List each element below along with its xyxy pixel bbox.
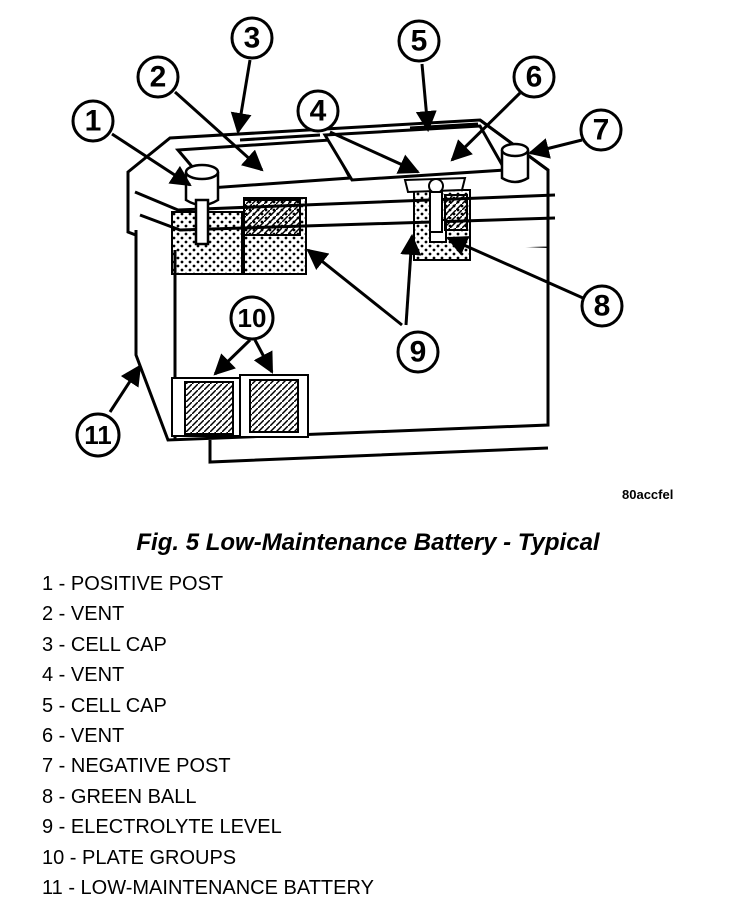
legend-item: 8 - GREEN BALL — [42, 785, 197, 808]
figure-caption: Fig. 5 Low-Maintenance Battery - Typical — [136, 529, 600, 556]
legend-item: 11 - LOW-MAINTENANCE BATTERY — [42, 876, 374, 899]
callout-10: 10 — [238, 303, 267, 333]
callout-8: 8 — [594, 290, 611, 323]
callout-3: 3 — [244, 22, 261, 55]
legend-item: 9 - ELECTROLYTE LEVEL — [42, 816, 282, 839]
legend-item: 5 - CELL CAP — [42, 694, 167, 717]
legend-item: 3 - CELL CAP — [42, 633, 167, 656]
callout-1: 1 — [85, 105, 102, 138]
legend-item: 6 - VENT — [42, 724, 125, 747]
callout-4: 4 — [310, 95, 327, 128]
callout-9: 9 — [410, 336, 427, 369]
legend-item: 7 - NEGATIVE POST — [42, 755, 231, 778]
legend-item: 1 - POSITIVE POST — [42, 573, 224, 595]
legend-list: 1 - POSITIVE POST 2 - VENT 3 - CELL CAP … — [42, 569, 374, 903]
legend-item: 2 - VENT — [42, 603, 125, 626]
callout-11: 11 — [84, 420, 112, 450]
negative-post — [500, 142, 530, 184]
callout-7: 7 — [593, 114, 610, 147]
callout-5: 5 — [411, 25, 428, 58]
legend-item: 4 - VENT — [42, 664, 125, 687]
green-ball-indicator — [403, 176, 467, 233]
positive-post — [184, 163, 220, 246]
battery-diagram: 1 2 3 4 5 6 7 8 9 10 11 — [71, 16, 624, 464]
callouts — [71, 16, 624, 458]
plate-groups — [171, 374, 309, 438]
legend-item: 10 - PLATE GROUPS — [42, 846, 237, 869]
callout-2: 2 — [150, 61, 167, 94]
callout-6: 6 — [526, 61, 543, 94]
figure-code: 80accfel — [622, 487, 674, 502]
leader-lines — [108, 59, 584, 413]
